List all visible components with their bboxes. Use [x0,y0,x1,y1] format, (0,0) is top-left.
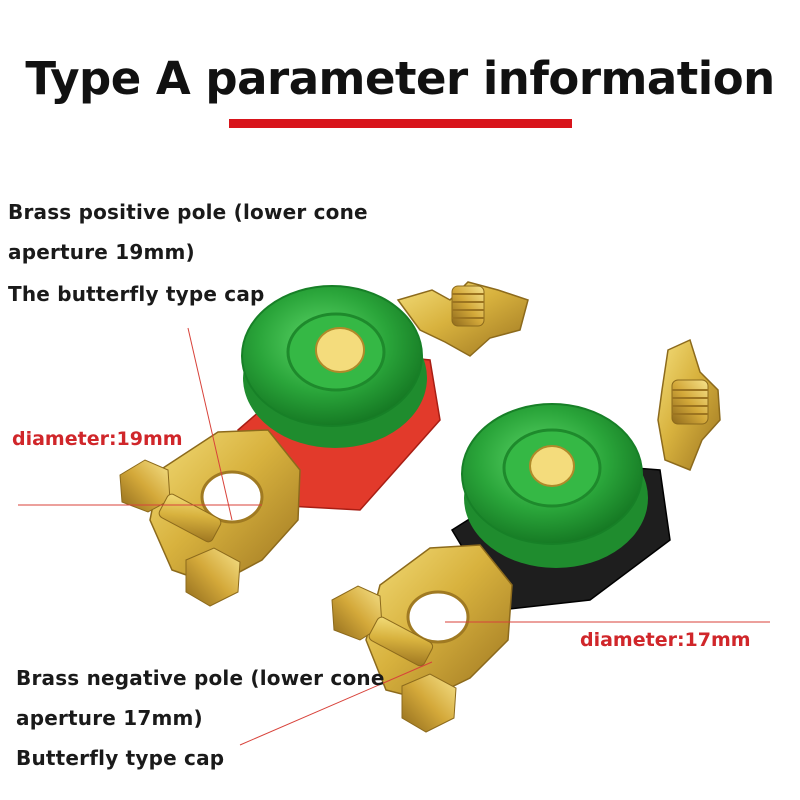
page-title: Type A parameter information [25,52,775,105]
positive-wing-stud [451,285,485,327]
positive-clamp-hole [200,470,264,524]
negative-label-line2: aperture 17mm) [16,706,203,730]
negative-diameter-label: diameter:17mm [580,629,751,651]
positive-label-line2: aperture 19mm) [8,240,195,264]
negative-bolt [368,616,434,667]
negative-label-line3: Butterfly type cap [16,746,225,770]
negative-bolt-nut-bottom [401,673,457,733]
positive-label-line3: The butterfly type cap [8,282,265,306]
negative-label-line1: Brass negative pole (lower cone [16,666,385,690]
positive-cap-hole [315,327,365,373]
positive-label-line1: Brass positive pole (lower cone [8,200,368,224]
positive-bolt-nut-bottom [185,547,241,607]
negative-wing-stud [671,379,709,425]
negative-cap-leader [239,661,433,746]
positive-diameter-label: diameter:19mm [12,428,183,450]
positive-bolt [158,493,222,543]
positive-bolt-nut-top [119,459,171,513]
positive-cap-leader [187,327,233,521]
positive-terminal [119,281,529,607]
negative-cap-hole [529,445,575,487]
negative-terminal [331,338,721,733]
negative-clamp-hole [406,590,470,644]
title-underline [229,119,572,128]
